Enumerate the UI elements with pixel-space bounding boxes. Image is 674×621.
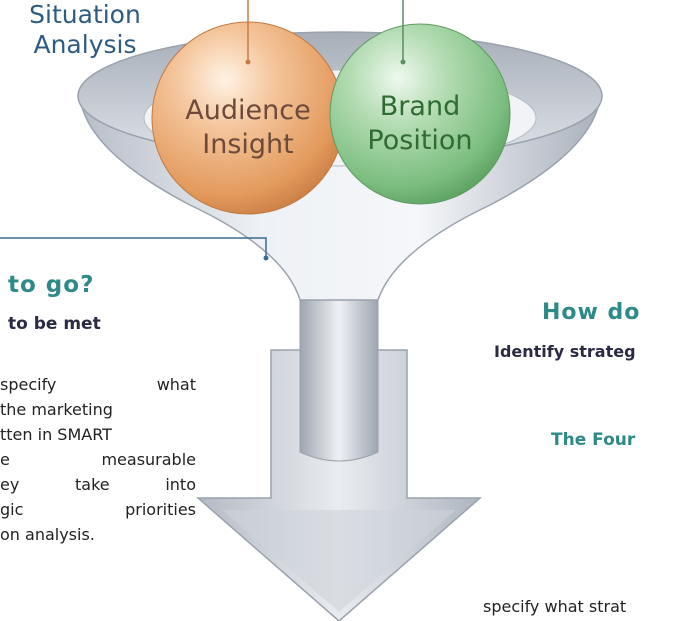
brand-label-line1: Brand (379, 91, 461, 122)
audience-insight-label: Audience Insight (160, 94, 336, 162)
situation-label-line1: Situation (29, 0, 141, 29)
audience-label-line2: Insight (202, 129, 294, 160)
audience-label-line1: Audience (185, 95, 311, 126)
left-panel-heading: to go? (8, 272, 95, 298)
left-body-word: priorities (125, 500, 196, 519)
right-panel-subheading: Identify strateg (494, 342, 636, 361)
situation-callout-line (0, 237, 267, 258)
left-body-line: tten in SMART (0, 425, 112, 444)
left-body-word: into (165, 475, 196, 494)
left-body-line: e measurable (0, 447, 196, 472)
left-body-word: measurable (101, 450, 196, 469)
right-panel-heading: How do (542, 300, 641, 325)
left-body-word: take (75, 475, 110, 494)
left-body-word: gic (0, 500, 24, 519)
situation-label-line2: Analysis (33, 30, 137, 59)
brand-connector-dot (400, 59, 406, 65)
left-body-word: what (156, 375, 196, 394)
left-panel-body: specify what the marketing tten in SMART e me… (0, 372, 196, 547)
left-body-word: ey (0, 475, 20, 494)
left-body-line: on analysis. (0, 525, 95, 544)
brand-position-sphere (329, 23, 511, 205)
left-body-line: ey take into (0, 472, 196, 497)
down-arrow-icon (195, 349, 483, 621)
situation-callout-dot (263, 255, 269, 261)
funnel-spout (299, 281, 379, 462)
left-body-line: the marketing (0, 400, 113, 419)
left-body-word: e (0, 450, 10, 469)
left-panel-subheading: to be met (8, 314, 101, 334)
brand-label-line2: Position (367, 125, 473, 156)
brand-position-label: Brand Position (340, 90, 500, 158)
left-body-word: specify (0, 375, 57, 394)
audience-connector-dot (245, 59, 251, 65)
situation-analysis-label: Situation Analysis (0, 0, 170, 60)
arrow-shadow (222, 510, 456, 612)
left-body-line: specify what (0, 372, 196, 397)
left-body-line: gic priorities (0, 497, 196, 522)
right-panel-body: specify what strat (483, 597, 627, 616)
four-ps-heading: The Four (551, 430, 636, 450)
